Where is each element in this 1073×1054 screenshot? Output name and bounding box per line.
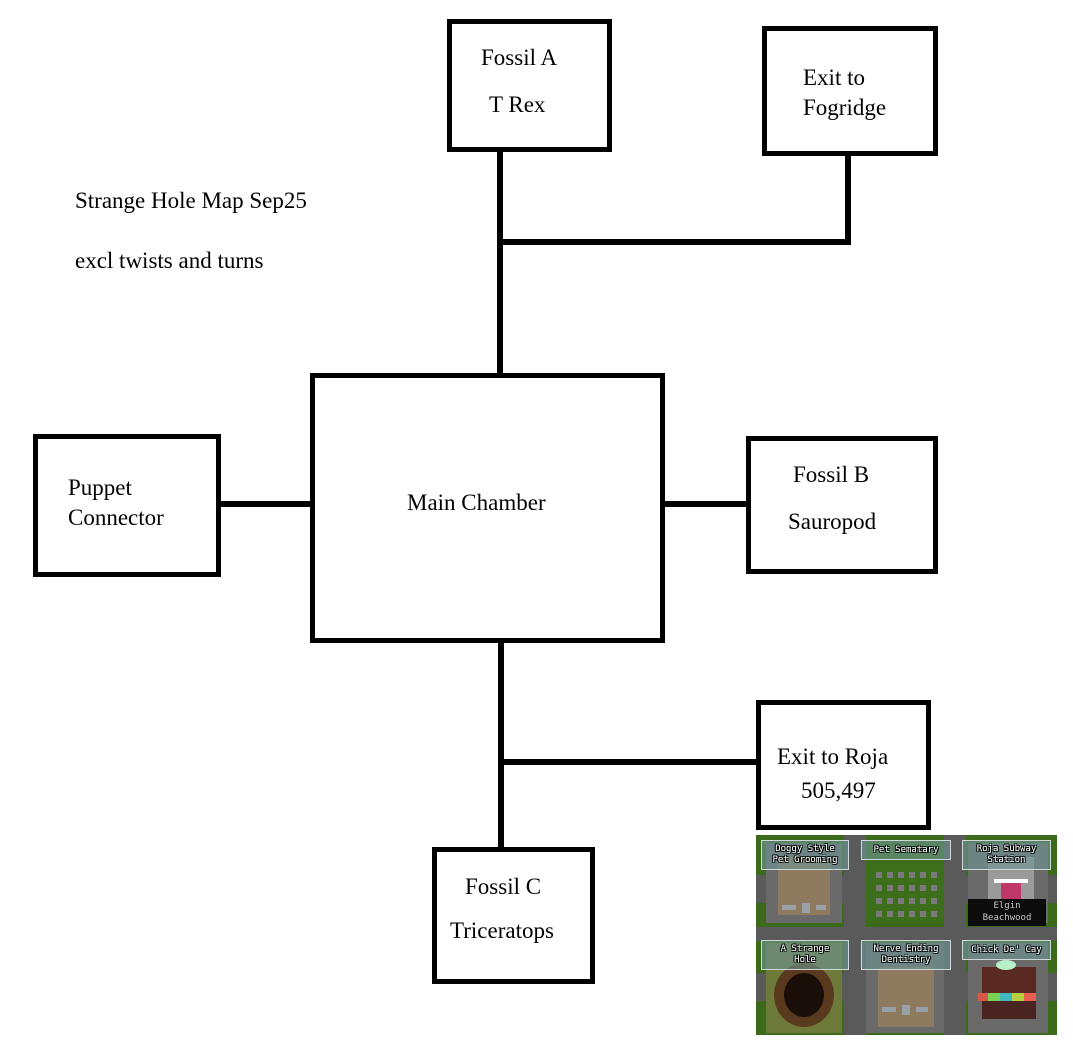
node-fossil-b-line1: Fossil B — [793, 462, 870, 487]
building-chick-de-cay-front — [982, 1001, 1036, 1019]
edge-fogridge-drop — [845, 154, 851, 244]
edge-branch-to-fogridge — [497, 239, 851, 245]
minimap-image: Doggy Style Pet Grooming Pet Sematary Ro… — [756, 835, 1057, 1035]
minimap-label-chick-de-cay: Chick De' Cay — [962, 940, 1051, 960]
node-fossil-a-line2: T Rex — [489, 92, 546, 117]
node-exit-fogridge-line1: Exit to — [803, 65, 865, 90]
gravestones — [876, 872, 937, 917]
node-fossil-c-line1: Fossil C — [465, 874, 542, 899]
edge-branch-to-roja — [498, 759, 757, 765]
building-dentistry — [878, 967, 934, 1027]
node-fossil-c-line2: Triceratops — [450, 918, 554, 943]
node-fossil-b-line2: Sauropod — [788, 509, 877, 534]
map-subtitle: excl twists and turns — [75, 248, 264, 273]
node-exit-fogridge: Exit to Fogridge — [762, 26, 938, 156]
minimap-label-chick-de-cay-line1: Chick De' Cay — [971, 945, 1042, 955]
node-main-chamber-label: Main Chamber — [407, 490, 546, 515]
minimap-label-grooming-line2: Pet Grooming — [772, 855, 838, 865]
minimap-label-strange-hole: A Strange Hole — [761, 940, 849, 970]
minimap-label-grooming-line1: Doggy Style — [775, 844, 835, 854]
node-fossil-b: Fossil B Sauropod — [746, 436, 938, 574]
map-title: Strange Hole Map Sep25 — [75, 188, 307, 213]
node-fossil-a: Fossil A T Rex — [447, 19, 612, 152]
node-puppet-connector-line1: Puppet — [68, 475, 132, 500]
minimap-label-strange-hole-line2: Hole — [794, 955, 816, 965]
building-chick-de-cay-roof — [982, 967, 1036, 993]
edge-main-to-fossil-a — [497, 150, 503, 375]
node-main-chamber: Main Chamber — [310, 373, 665, 643]
node-fossil-c: Fossil C Triceratops — [432, 847, 595, 984]
minimap-label-dentistry: Nerve Ending Dentistry — [861, 940, 951, 970]
minimap-label-grooming: Doggy Style Pet Grooming — [761, 840, 849, 870]
node-puppet-connector-line2: Connector — [68, 505, 164, 530]
minimap-label-cemetery: Pet Sematary — [861, 840, 951, 860]
node-exit-roja: Exit to Roja 505,497 — [756, 700, 931, 830]
minimap-label-subway-line1: Roja Subway — [976, 844, 1037, 854]
minimap-label-subway: Roja Subway Station — [962, 840, 1051, 870]
node-exit-fogridge-line2: Fogridge — [803, 95, 887, 120]
edge-main-to-puppet — [219, 501, 311, 507]
minimap-label-dentistry-line1: Nerve Ending — [873, 944, 939, 954]
street-sign-line2: Beachwood — [982, 913, 1032, 923]
node-puppet-connector: Puppet Connector — [33, 434, 221, 577]
minimap-street-sign: Elgin Beachwood — [968, 899, 1046, 926]
minimap-label-cemetery-line1: Pet Sematary — [873, 845, 939, 855]
street-sign-line1: Elgin — [993, 901, 1021, 911]
minimap-label-dentistry-line2: Dentistry — [881, 955, 931, 965]
node-exit-roja-line1: Exit to Roja — [777, 744, 889, 769]
minimap-label-subway-line2: Station — [987, 855, 1026, 865]
node-fossil-a-line1: Fossil A — [481, 45, 558, 70]
minimap-label-strange-hole-line1: A Strange — [780, 944, 830, 954]
edge-main-to-fossil-c — [498, 641, 504, 848]
node-exit-roja-line2: 505,497 — [801, 778, 876, 803]
edge-main-to-fossil-b — [663, 501, 747, 507]
